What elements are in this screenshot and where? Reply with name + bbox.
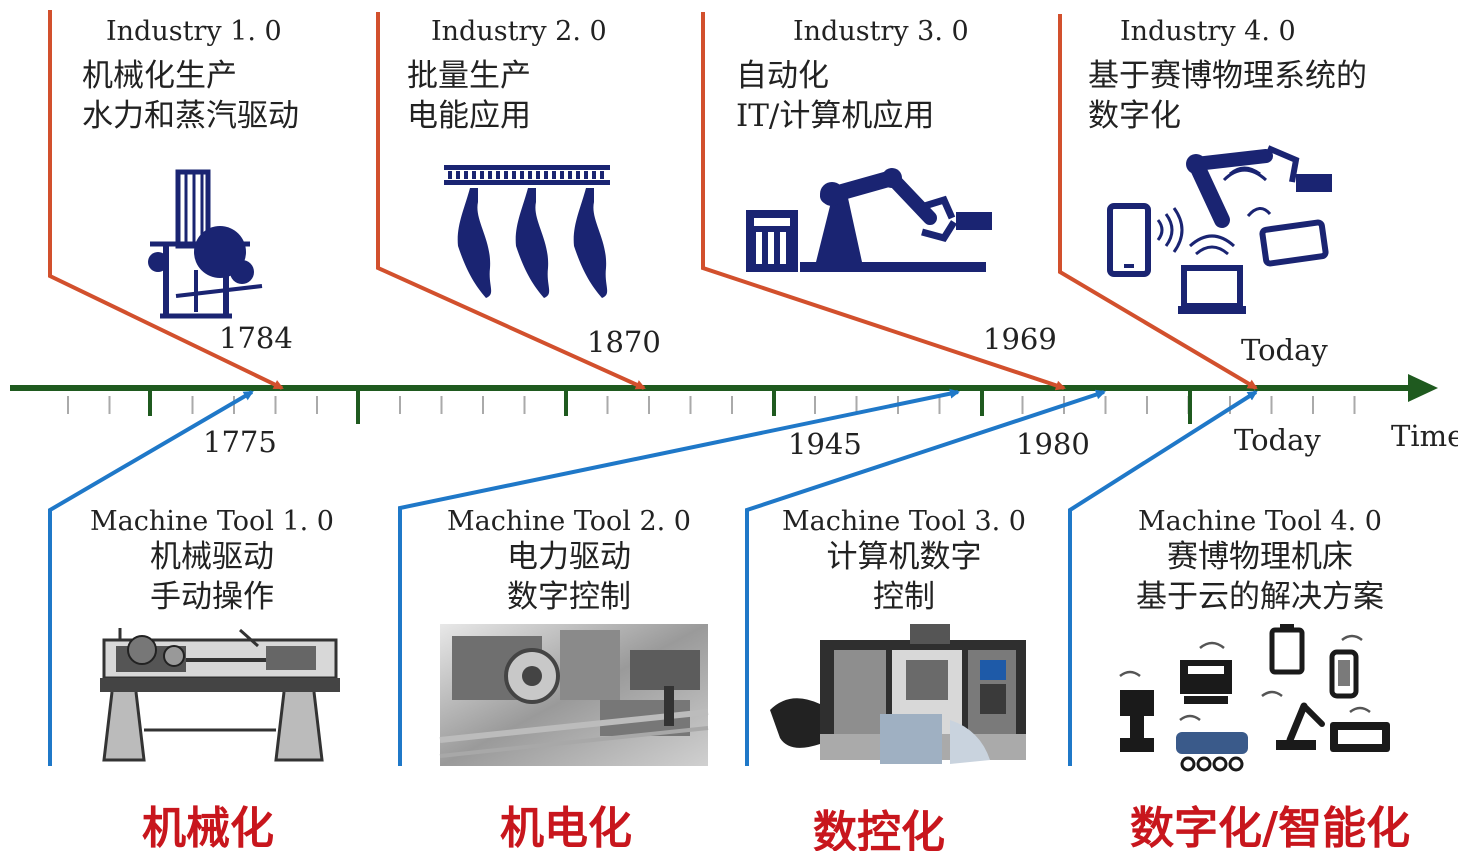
industry-3-desc-line-1: 自动化 (736, 58, 829, 94)
machine-tool-2-year: 1945 (788, 427, 862, 461)
cyber-physical-machines-icon (1119, 624, 1390, 772)
conveyor-bead (512, 171, 516, 179)
industry-3-desc-line-2: IT/计算机应用 (736, 98, 935, 134)
industry-arrows (48, 10, 1258, 391)
industry-2-desc-line-1: 批量生产 (407, 58, 531, 94)
industry-1-title: Industry 1. 0 (106, 16, 282, 47)
machine-tool-3-block: Machine Tool 3. 0 计算机数字 控制 (772, 506, 1036, 617)
machine-tool-3-arrow (745, 389, 1106, 766)
machine-tool-4-arrow (1068, 390, 1258, 766)
machine-tool-4-desc-line-2: 基于云的解决方案 (1136, 579, 1384, 616)
industry-2-title: Industry 2. 0 (431, 16, 607, 47)
conveyor-bead (464, 171, 468, 179)
industry-4-year: Today (1241, 333, 1328, 367)
timeline-arrowhead (1408, 374, 1438, 402)
robot-arm-icon (746, 168, 992, 272)
assembly-line-icon (444, 165, 610, 298)
machine-tool-2-desc-line-2: 数字控制 (507, 579, 631, 616)
industry-2-year: 1870 (587, 325, 661, 359)
machine-tool-2-desc-line-1: 电力驱动 (507, 539, 631, 576)
machine-tool-1-block: Machine Tool 1. 0 机械驱动 手动操作 (82, 506, 342, 617)
conveyor-bead (536, 171, 540, 179)
machine-tool-3-title: Machine Tool 3. 0 (781, 506, 1026, 537)
conveyor-bead (520, 171, 524, 179)
machine-tool-3-desc-line-2: 控制 (873, 579, 935, 616)
stage-digital-intelligent: 数字化/智能化 (1130, 803, 1411, 851)
machine-tool-1-title: Machine Tool 1. 0 (89, 506, 334, 537)
time-axis-label: Time (1391, 419, 1458, 453)
conveyor-bead (552, 171, 556, 179)
cnc-machine-image (770, 624, 1026, 764)
machine-tool-4-year: Today (1234, 423, 1321, 457)
machine-tool-2-title: Machine Tool 2. 0 (446, 506, 691, 537)
industry-3-title: Industry 3. 0 (793, 16, 969, 47)
conveyor-bead (600, 171, 604, 179)
industry-3-desc: 自动化 IT/计算机应用 (736, 56, 934, 136)
industry-3-year: 1969 (983, 322, 1057, 356)
timeline-ticks (67, 396, 1356, 414)
industry-3-arrow (701, 12, 1066, 391)
industry-1-desc-line-1: 机械化生产 (82, 58, 237, 94)
conveyor-bead (472, 171, 476, 179)
machine-tool-4-title: Machine Tool 4. 0 (1137, 506, 1382, 537)
industry-4-arrow (1058, 14, 1258, 390)
machine-tool-3-desc-line-1: 计算机数字 (826, 539, 982, 576)
conveyor-bead (576, 171, 580, 179)
machine-tool-2-block: Machine Tool 2. 0 电力驱动 数字控制 (436, 506, 702, 617)
industry-1-desc-line-2: 水力和蒸汽驱动 (82, 98, 299, 134)
conveyor-bead (584, 171, 588, 179)
timeline-major-ticks (148, 390, 1192, 424)
conveyor-bead (544, 171, 548, 179)
machine-tool-4-block: Machine Tool 4. 0 赛博物理机床 基于云的解决方案 (1110, 506, 1410, 617)
conveyor-bead (504, 171, 508, 179)
industry-2-arrow (376, 12, 646, 390)
machine-tool-1-arrow (48, 390, 254, 766)
machine-tool-3-year: 1980 (1016, 427, 1090, 461)
conveyor-bead (496, 171, 500, 179)
conveyor-bead (480, 171, 484, 179)
conveyor-bead (560, 171, 564, 179)
manual-lathe-image (100, 628, 340, 762)
industry-4-desc-line-1: 基于赛博物理系统的 (1088, 58, 1367, 94)
machine-tool-2-arrow (398, 388, 960, 766)
conveyor-bead (488, 171, 492, 179)
machine-tool-1-desc-line-1: 机械驱动 (150, 539, 274, 576)
conveyor-bead (448, 171, 452, 179)
steam-loom-icon (148, 169, 263, 319)
electric-factory-image (439, 624, 709, 766)
industry-2-desc-line-2: 电能应用 (407, 98, 531, 134)
industry-1-year: 1784 (219, 321, 293, 355)
industry-4-desc: 基于赛博物理系统的 数字化 (1088, 56, 1367, 136)
industry-2-desc: 批量生产 电能应用 (407, 56, 531, 136)
industry-1-arrow (48, 10, 284, 390)
conveyor-bead (568, 171, 572, 179)
timeline (10, 374, 1438, 424)
conveyor-bead (592, 171, 596, 179)
industry-4-desc-line-2: 数字化 (1088, 98, 1181, 134)
conveyor-bead (528, 171, 532, 179)
machine-tool-1-desc-line-2: 手动操作 (150, 579, 274, 616)
machine-tool-arrows (48, 388, 1258, 766)
industry-1-desc: 机械化生产 水力和蒸汽驱动 (82, 56, 299, 136)
machine-tool-1-year: 1775 (203, 425, 277, 459)
stage-mechanization: 机械化 (142, 803, 274, 851)
stage-numerical-control: 数控化 (813, 807, 945, 851)
industry-4-title: Industry 4. 0 (1120, 16, 1296, 47)
machine-tool-4-desc-line-1: 赛博物理机床 (1167, 539, 1353, 576)
connected-devices-icon (1107, 145, 1332, 314)
stage-mechatronics: 机电化 (500, 803, 632, 851)
conveyor-bead (456, 171, 460, 179)
